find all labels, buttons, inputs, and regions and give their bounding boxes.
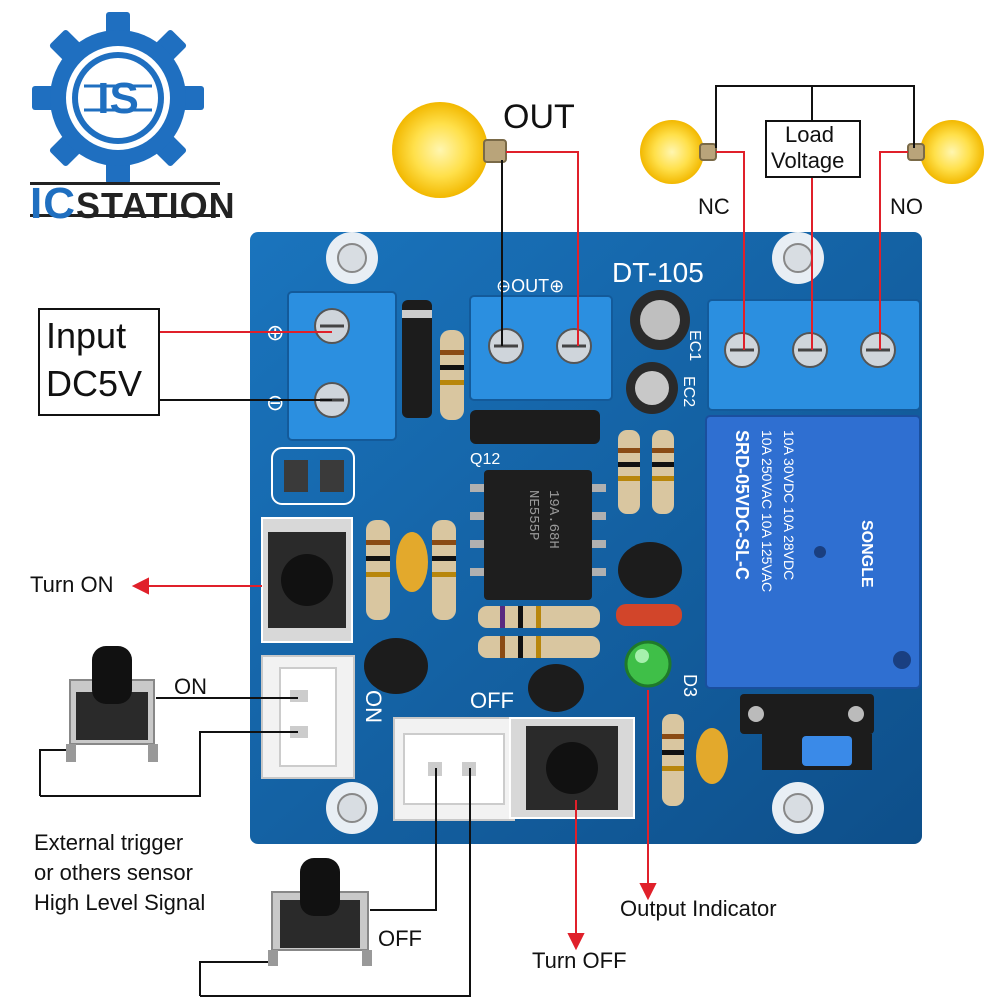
arrow-turn-off-head <box>567 933 585 951</box>
pcb-board: ⊕ ⊖ ⊖OUT⊕ DT-105 <box>250 232 922 844</box>
logo-wordmark-ic: IC <box>30 179 76 228</box>
transistor-right <box>618 542 682 598</box>
load-voltage-box <box>765 120 861 178</box>
label-voltage: Voltage <box>771 148 845 173</box>
label-dc5v: DC5V <box>46 363 143 404</box>
gear-icon: IS <box>32 12 204 184</box>
label-external-2: or others sensor <box>34 860 193 885</box>
relay-text-4: SONGLE <box>858 520 875 588</box>
out-terminal-block <box>469 295 613 401</box>
bulb-out <box>392 102 507 198</box>
label-turn-on: Turn ON <box>30 572 114 597</box>
transistor-left <box>364 638 428 694</box>
relay-terminal-block <box>707 299 921 411</box>
logo-wordmark-rest: STATION <box>76 185 236 226</box>
label-no: NO <box>890 194 923 219</box>
chip-text-1: 19A.68H <box>545 490 561 549</box>
external-on-button <box>66 646 158 762</box>
silk-d3: D3 <box>680 674 700 697</box>
ceramic-cap-right <box>696 728 728 784</box>
capacitor-ec2 <box>626 362 678 414</box>
external-off-button <box>268 858 372 966</box>
relay-text-2: 10A 250VAC 10A 125VAC <box>759 430 775 592</box>
silk-model: DT-105 <box>612 257 704 288</box>
on-button-onboard[interactable] <box>261 517 353 643</box>
arrows <box>131 577 657 951</box>
bulb-nc <box>640 120 717 184</box>
relay <box>705 415 921 689</box>
ceramic-cap-left <box>396 532 428 592</box>
silk-on: ON <box>361 690 386 723</box>
label-external-3: High Level Signal <box>34 890 206 915</box>
arrow-turn-on-head <box>131 577 149 595</box>
silk-out-terminal: ⊖OUT⊕ <box>496 276 564 296</box>
transistor-q12 <box>470 410 600 444</box>
smd-pad <box>271 447 355 505</box>
input-box <box>38 308 160 416</box>
diode <box>402 300 432 418</box>
silk-ec1: EC1 <box>686 330 703 361</box>
chip-text-2: NE555P <box>525 490 541 540</box>
on-connector <box>261 655 355 779</box>
label-off: OFF <box>378 926 422 951</box>
capacitor-ec1 <box>630 290 690 350</box>
label-load: Load <box>785 122 834 147</box>
wires <box>39 85 915 997</box>
relay-text-1: SRD-05VDC-SL-C <box>732 430 752 580</box>
arrow-output-indicator-head <box>639 883 657 901</box>
silk-minus: ⊖ <box>266 390 284 415</box>
resistor-bottom-right <box>662 714 684 806</box>
ne555-chip <box>470 470 606 600</box>
brand-logo: IS <box>30 12 220 217</box>
logo-wordmark: ICSTATION <box>30 182 236 226</box>
resistors-below-chip <box>478 606 600 658</box>
label-input: Input <box>46 315 127 356</box>
zener-diode <box>616 604 682 626</box>
silk-q12: Q12 <box>470 451 500 468</box>
off-button-onboard[interactable] <box>509 717 635 819</box>
relay-text-3: 10A 30VDC 10A 28VDC <box>781 430 797 580</box>
label-output-indicator: Output Indicator <box>620 896 777 921</box>
resistors-left <box>366 520 456 620</box>
jumper <box>740 694 874 770</box>
silk-ec2: EC2 <box>680 376 697 407</box>
label-out: OUT <box>503 98 575 136</box>
label-turn-off: Turn OFF <box>532 948 627 973</box>
bulb-no <box>907 120 984 184</box>
input-terminal-block <box>287 291 397 441</box>
transistor-bottom <box>528 664 584 712</box>
label-on: ON <box>174 674 207 699</box>
resistors-right <box>618 430 674 514</box>
logo-badge-text: IS <box>97 74 139 123</box>
led-d3 <box>624 640 672 688</box>
silk-off: OFF <box>470 688 514 713</box>
label-external-1: External trigger <box>34 830 184 855</box>
off-connector <box>393 717 515 821</box>
resistor-r1 <box>440 330 464 420</box>
label-nc: NC <box>698 194 730 219</box>
